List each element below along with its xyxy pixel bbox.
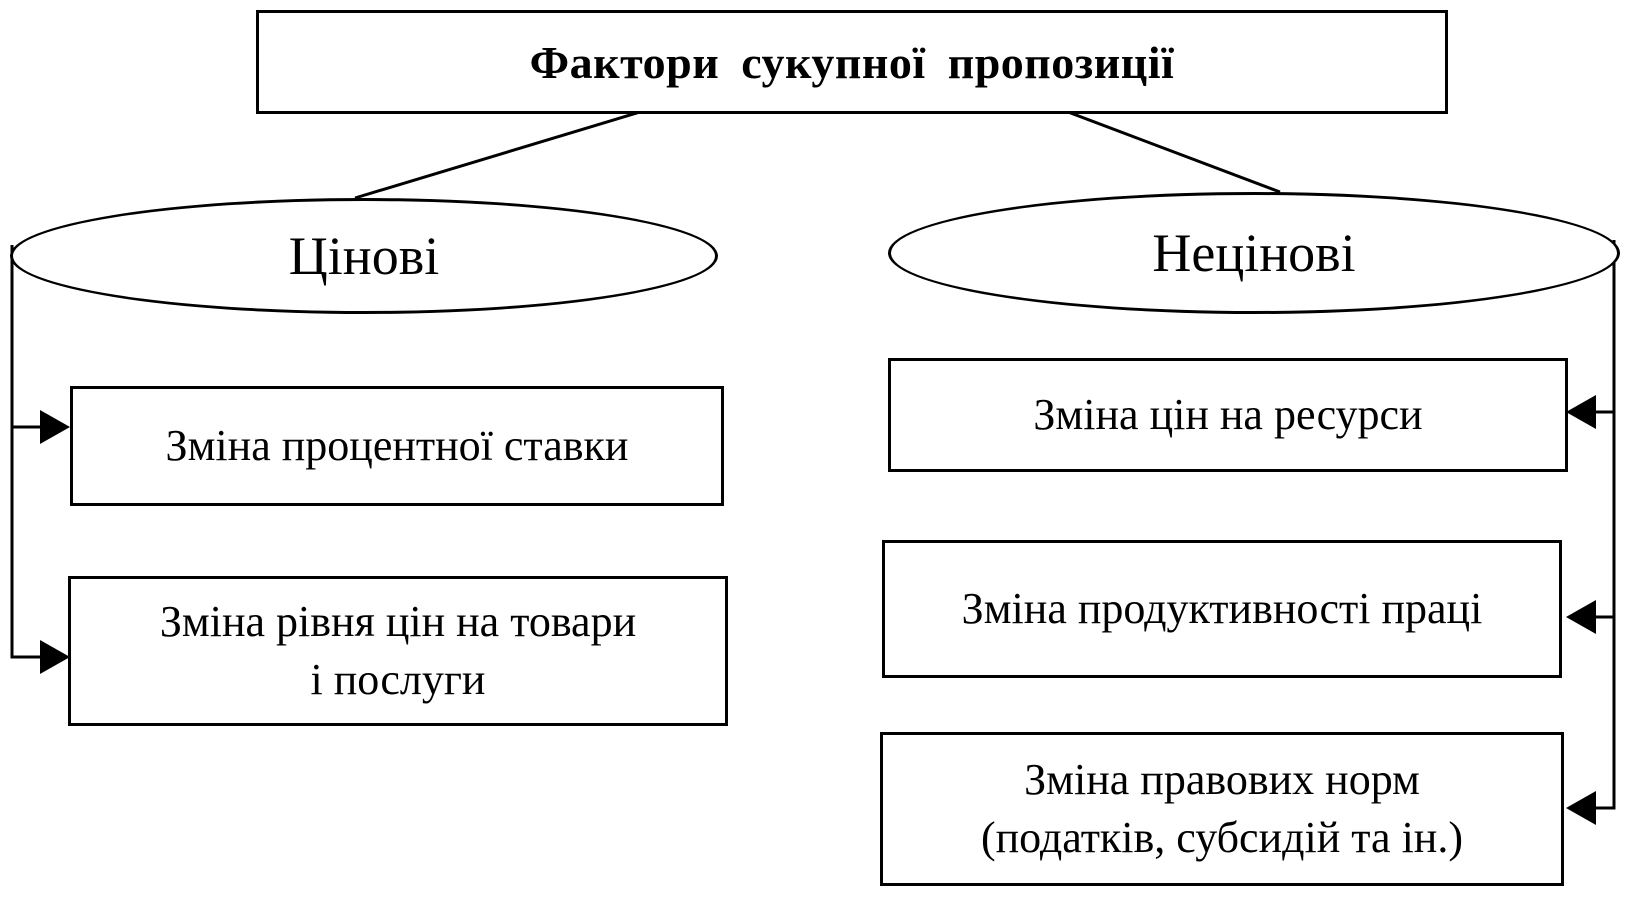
arrow-left-icon <box>1566 791 1596 825</box>
factor-text: Зміна процентної ставки <box>166 417 629 475</box>
factor-line: Зміна цін на ресурси <box>1033 390 1423 439</box>
arrow-left-icon <box>1566 395 1596 429</box>
nonprice-factors-label: Нецінові <box>1152 223 1356 283</box>
connector-title-to-price <box>354 110 641 200</box>
factor-box-resource-prices: Зміна цін на ресурси <box>888 358 1568 472</box>
factor-text: Зміна рівня цін на товари і послуги <box>160 593 636 709</box>
diagram-title: Фактори сукупної пропозиції <box>529 36 1175 88</box>
factor-text: Зміна продуктивності праці <box>962 580 1483 638</box>
left-bracket-line <box>10 245 40 659</box>
arrow-right-icon <box>40 410 70 444</box>
factor-line: (податків, субсидій та ін.) <box>980 813 1464 862</box>
factor-box-productivity: Зміна продуктивності праці <box>882 540 1562 678</box>
factor-box-interest-rate: Зміна процентної ставки <box>70 386 724 506</box>
price-factors-oval: Цінові <box>10 198 718 314</box>
factor-text: Зміна цін на ресурси <box>1033 386 1422 444</box>
right-bracket-line <box>1596 240 1616 810</box>
factor-box-price-level: Зміна рівня цін на товари і послуги <box>68 576 728 726</box>
arrow-right-icon <box>40 640 70 674</box>
factor-line: Зміна процентної ставки <box>165 421 629 470</box>
factor-line: Зміна продуктивності праці <box>961 584 1483 633</box>
nonprice-factors-oval: Нецінові <box>888 192 1620 314</box>
factor-line: Зміна рівня цін на товари <box>159 597 637 646</box>
factor-line: і послуги <box>310 655 486 704</box>
arrow-left-icon <box>1566 600 1596 634</box>
factor-text: Зміна правових норм (податків, субсидій … <box>981 751 1463 867</box>
connector-title-to-nonprice <box>1067 110 1281 194</box>
price-factors-label: Цінові <box>288 226 440 286</box>
title-box: Фактори сукупної пропозиції <box>256 10 1448 114</box>
factor-box-legal-norms: Зміна правових норм (податків, субсидій … <box>880 732 1564 886</box>
factor-line: Зміна правових норм <box>1024 755 1420 804</box>
